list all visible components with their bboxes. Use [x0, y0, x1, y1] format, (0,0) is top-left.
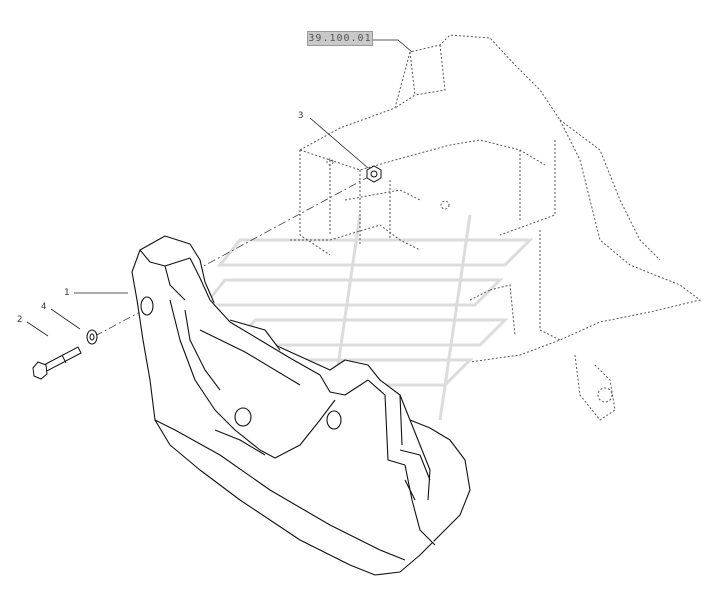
reference-code-box: 39.100.01 — [307, 31, 373, 46]
washer — [86, 329, 98, 345]
callout-nut: 3 — [298, 111, 304, 121]
callout-bolt: 2 — [17, 315, 23, 325]
nut — [366, 165, 382, 183]
leader-lines — [26, 39, 413, 337]
tractor-frame-phantom — [290, 34, 702, 421]
bolt — [32, 346, 82, 380]
assembly-lines — [94, 175, 371, 337]
counterweight — [131, 235, 471, 576]
callout-washer: 4 — [41, 302, 47, 312]
callout-weight: 1 — [64, 288, 70, 298]
